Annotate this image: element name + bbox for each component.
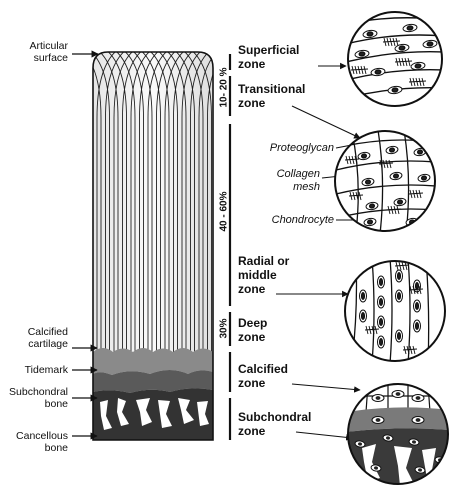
calcified-subchondral-detail [347, 383, 449, 485]
pointer-calcified [291, 383, 361, 393]
zone-deep: Deep zone [238, 316, 268, 344]
label-articular-surface: Articular surface [29, 40, 68, 64]
zone-subchondral: Subchondral zone [238, 410, 312, 438]
label-cancellous-bone: Cancellous bone [16, 430, 68, 454]
percent-superficial: 10- 20 % [218, 67, 230, 108]
superficial-zone-detail [347, 11, 443, 107]
radial-zone-detail [344, 260, 446, 362]
cancellous-spaces [100, 398, 209, 430]
zone-superficial: Superficial zone [238, 43, 300, 71]
zone-transitional: Transitional zone [238, 82, 306, 110]
collagen-fibers [93, 52, 213, 352]
percent-deep: 30% [218, 318, 230, 339]
calcified-cartilage-band [93, 348, 213, 375]
subchondral-bone-region [93, 388, 213, 440]
label-calcified-cartilage: Calcified cartilage [27, 326, 68, 350]
zone-radial: Radial or middle zone [238, 254, 290, 296]
callout-chondrocyte: Chondrocyte [271, 214, 334, 226]
label-subchondral-bone: Subchondral bone [9, 386, 68, 410]
percent-radial: 40 - 60% [218, 191, 230, 232]
cartilage-column [92, 51, 214, 441]
label-tidemark: Tidemark [24, 364, 68, 376]
callout-proteoglycan: Proteoglycan [269, 142, 334, 154]
callout-collagen-mesh: Collagen mesh [276, 168, 320, 193]
tidemark-band [93, 370, 213, 393]
pointer-transitional [291, 105, 361, 139]
transitional-zone-detail [334, 130, 436, 232]
zone-calcified: Calcified zone [238, 362, 289, 390]
pointer-subchondral [295, 431, 353, 441]
